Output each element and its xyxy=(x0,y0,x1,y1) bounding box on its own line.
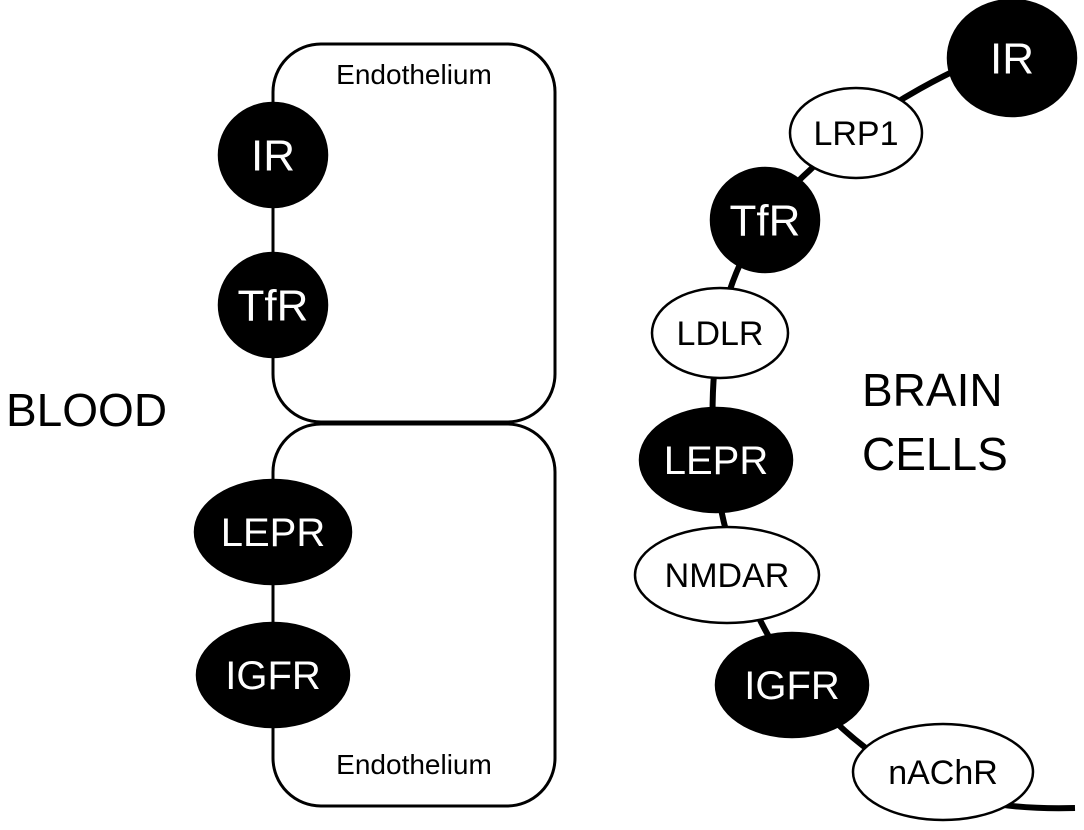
brain-receptor-shape xyxy=(714,631,870,739)
endothelium-receptor-label: TfR xyxy=(238,281,309,330)
brain-receptor-shape xyxy=(650,286,790,380)
blood-label: BLOOD xyxy=(6,384,167,436)
endothelium-receptor-label: IR xyxy=(251,131,295,180)
brain-receptor-lrp1: LRP1 xyxy=(788,86,924,180)
brain-receptor-tfr: TfR xyxy=(709,166,821,274)
brain-receptor-lepr: LEPR xyxy=(638,406,794,514)
endothelium-cell-top xyxy=(271,42,557,424)
endothelium-receptor-shape xyxy=(217,101,329,209)
brain-receptor-label: NMDAR xyxy=(665,557,790,595)
brain-receptor-label: LEPR xyxy=(664,439,769,483)
brain-receptor-nachr: nAChR xyxy=(851,722,1035,822)
brain-receptor-shape xyxy=(851,722,1035,822)
endothelium-label-bottom: Endothelium xyxy=(336,749,492,780)
endothelium-receptor-tfr: TfR xyxy=(217,251,329,359)
brain-receptor-label: IGFR xyxy=(744,664,840,708)
endothelium-receptor-igfr: IGFR xyxy=(195,621,351,729)
brain-receptor-shape xyxy=(788,86,924,180)
brain-cells-label-line2: CELLS xyxy=(862,428,1008,480)
endothelium-receptor-shape xyxy=(195,621,351,729)
endothelium-receptor-label: IGFR xyxy=(225,654,321,698)
endothelium-receptors: IR TfR LEPR IGFR xyxy=(193,101,353,729)
brain-receptor-ldlr: LDLR xyxy=(650,286,790,380)
brain-receptor-shape xyxy=(709,166,821,274)
brain-receptor-shape xyxy=(638,406,794,514)
brain-receptor-shape xyxy=(946,0,1078,118)
endothelium-receptor-shape xyxy=(217,251,329,359)
endothelium-receptor-label: LEPR xyxy=(221,511,326,555)
endothelium-receptor-shape xyxy=(193,478,353,586)
brain-receptor-ir: IR xyxy=(946,0,1078,118)
endothelium-label-top: Endothelium xyxy=(336,59,492,90)
brain-receptor-label: LRP1 xyxy=(813,115,898,153)
brain-receptor-igfr: IGFR xyxy=(714,631,870,739)
brain-receptor-label: nAChR xyxy=(888,754,998,792)
brain-receptor-shape xyxy=(633,525,821,625)
brain-receptor-label: TfR xyxy=(730,196,801,245)
endothelium-receptor-ir: IR xyxy=(217,101,329,209)
brain-receptor-label: LDLR xyxy=(677,315,764,353)
endothelium-receptor-lepr: LEPR xyxy=(193,478,353,586)
brain-cells-label-line1: BRAIN xyxy=(862,364,1003,416)
brain-receptor-nmdar: NMDAR xyxy=(633,525,821,625)
brain-receptor-label: IR xyxy=(990,34,1034,83)
